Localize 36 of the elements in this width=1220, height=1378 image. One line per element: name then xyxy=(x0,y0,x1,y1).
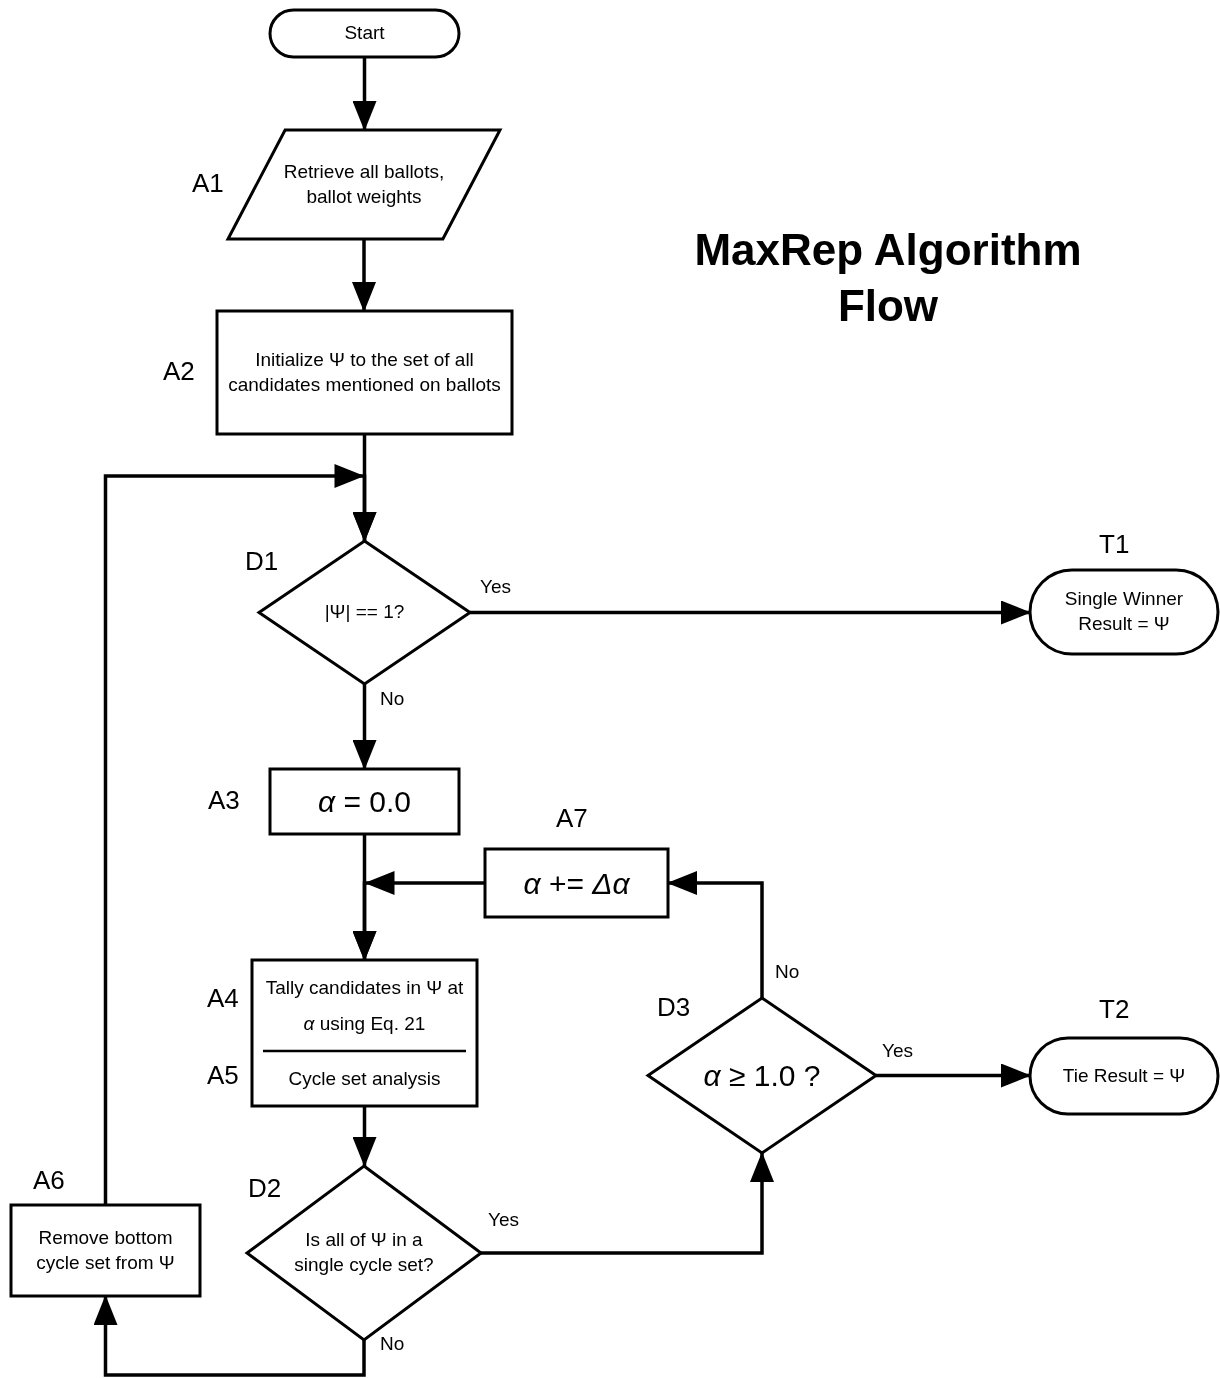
step-text: Cycle set analysis xyxy=(288,1066,441,1091)
process-box xyxy=(217,311,512,434)
process-box xyxy=(252,960,477,1106)
terminal-shape xyxy=(1030,1038,1218,1114)
step-text: Tie Result = Ψ xyxy=(1062,1063,1186,1088)
terminal-shape xyxy=(270,10,459,57)
process-box xyxy=(485,849,668,917)
step-text: Retrieve all ballots, ballot weights xyxy=(282,159,446,209)
step-id: D2 xyxy=(248,1173,282,1204)
terminal-shape xyxy=(1030,570,1218,654)
step-text: Remove bottom cycle set from Ψ xyxy=(35,1225,176,1275)
process-box xyxy=(270,769,459,834)
step-text: Is all of Ψ in a single cycle set? xyxy=(293,1228,435,1277)
step-text: Tally candidates in Ψ at α using Eq. 21 xyxy=(264,975,465,1036)
step-text: Start xyxy=(344,21,385,46)
step-text: |Ψ| == 1? xyxy=(324,600,405,625)
step-text: α = 0.0 xyxy=(318,784,411,820)
step-id: A4 xyxy=(207,983,239,1014)
step-text: Initialize Ψ to the set of all candidates mentioned on ballots xyxy=(227,347,502,397)
step-id: A2 xyxy=(163,356,195,387)
step-id: T1 xyxy=(1099,529,1130,560)
step-text: α ≥ 1.0 ? xyxy=(703,1058,821,1094)
step-id: A6 xyxy=(33,1165,65,1196)
input-parallelogram xyxy=(228,130,500,239)
step-id: T2 xyxy=(1099,994,1130,1025)
step-id: D3 xyxy=(657,992,691,1023)
decision-diamond xyxy=(648,998,876,1153)
step-id: A3 xyxy=(208,785,240,816)
step-id: A7 xyxy=(556,803,588,834)
process-box xyxy=(11,1205,200,1296)
step-id: D1 xyxy=(245,546,279,577)
step-text: α += Δα xyxy=(523,865,630,902)
step-id: A5 xyxy=(207,1060,239,1091)
step-id: A1 xyxy=(192,168,224,199)
diagram-title: MaxRep Algorithm Flow xyxy=(693,224,1083,332)
step-text: Single Winner Result = Ψ xyxy=(1063,587,1185,636)
